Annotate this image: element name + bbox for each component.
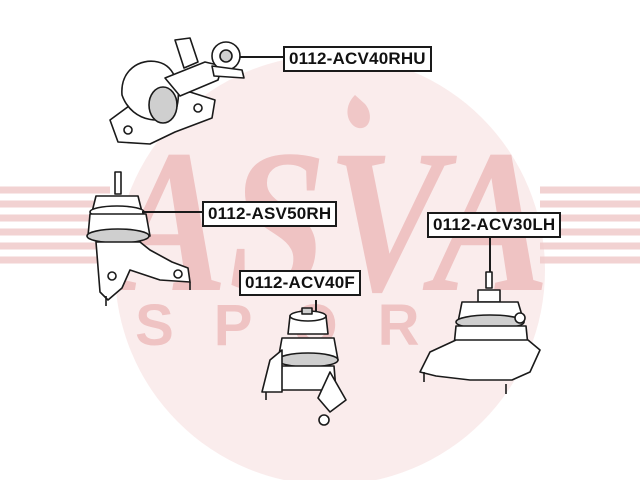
part-label-asv50rh: 0112-ASV50RH: [202, 201, 338, 227]
part-label-acv30lh: 0112-ACV30LH: [427, 212, 562, 238]
mount-part-acv40rhu: [109, 37, 245, 145]
part-label-acv40f: 0112-ACV40F: [239, 270, 361, 296]
asva-sport-watermark: ASVA SPORT: [0, 55, 640, 480]
leader-lines: [142, 56, 491, 312]
mount-part-asv50rh: [86, 171, 191, 306]
part-label-acv40rhu: 0112-ACV40RHU: [283, 46, 432, 72]
mount-part-acv30lh: [419, 271, 541, 394]
mount-part-acv40f: [261, 307, 347, 426]
